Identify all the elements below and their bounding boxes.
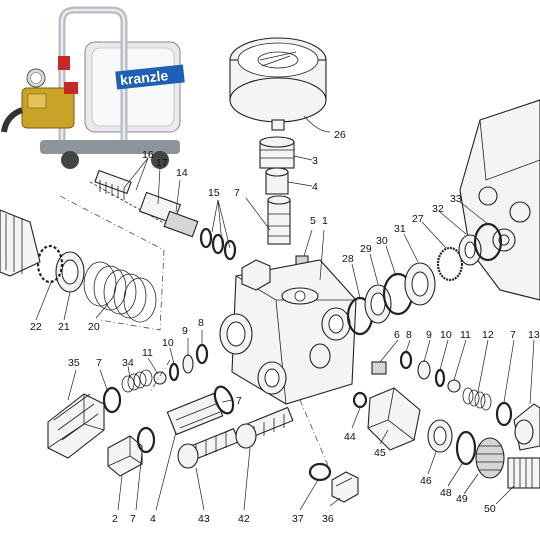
callout-33: 33 (450, 193, 462, 205)
pressure-gauge (229, 37, 327, 131)
callout-28: 28 (342, 253, 354, 265)
callout-48: 48 (440, 487, 452, 499)
pressure-washer-photo: kranzle (1, 6, 185, 170)
callout-22: 22 (30, 321, 42, 333)
callout-15: 15 (208, 187, 220, 199)
nut-49 (475, 437, 505, 479)
callout-labels: 26 3 4 7 5 1 15 14 17 16 22 21 20 35 7 3… (30, 129, 540, 525)
callout-10-b: 10 (440, 329, 452, 341)
callout-50: 50 (484, 503, 496, 515)
gauge-nut (259, 136, 295, 169)
callout-21: 21 (58, 321, 70, 333)
valve-cartridge (267, 195, 291, 245)
ball-11-right (447, 379, 461, 393)
callout-46: 46 (420, 475, 432, 487)
callout-14: 14 (176, 167, 188, 179)
callout-26: 26 (334, 129, 346, 141)
piston-assembly-left (89, 169, 237, 261)
callout-8-b: 8 (406, 329, 412, 341)
coupling-left (0, 209, 41, 277)
callout-6: 6 (394, 329, 400, 341)
callout-9-b: 9 (426, 329, 432, 341)
callout-3: 3 (312, 155, 318, 167)
oring-44 (352, 391, 368, 409)
oring-8 (195, 343, 209, 365)
sleeve-46 (427, 419, 453, 453)
svg-text:kranzle: kranzle (119, 67, 169, 88)
callout-2: 2 (112, 513, 118, 525)
callout-44: 44 (344, 431, 356, 443)
dashed-guide-left (59, 195, 165, 331)
callout-30: 30 (376, 235, 388, 247)
callout-31: 31 (394, 223, 406, 235)
callout-11-b: 11 (460, 329, 471, 341)
valve-insert-4 (166, 385, 235, 436)
callout-37: 37 (292, 513, 304, 525)
part-6 (371, 361, 387, 375)
callout-42: 42 (238, 513, 250, 525)
callout-5: 5 (310, 215, 316, 227)
callout-7-c: 7 (236, 395, 242, 407)
callout-12: 12 (482, 329, 494, 341)
callout-4-b: 4 (150, 513, 156, 525)
callout-34: 34 (122, 357, 134, 369)
callout-4: 4 (312, 181, 318, 193)
callout-13: 13 (528, 329, 540, 341)
valve-body (219, 259, 357, 405)
quick-coupling-45 (367, 387, 421, 451)
callout-16: 16 (142, 149, 154, 161)
kranzle-logo: kranzle (115, 64, 185, 90)
ring-48 (455, 430, 477, 466)
callout-1: 1 (322, 215, 328, 227)
callout-7-b: 7 (96, 357, 102, 369)
ball-11 (153, 371, 167, 385)
callout-45: 45 (374, 447, 386, 459)
plug-13 (513, 403, 540, 451)
nipple-2 (107, 435, 143, 477)
callout-8: 8 (198, 317, 204, 329)
callout-36: 36 (322, 513, 334, 525)
callout-35: 35 (68, 357, 80, 369)
outlet-fitting-35 (47, 393, 105, 459)
dashed-guide-center (299, 399, 331, 471)
callout-20: 20 (88, 321, 100, 333)
washer-37 (308, 462, 332, 482)
leader-lines (35, 115, 535, 511)
callout-7-d: 7 (130, 513, 136, 525)
callout-43: 43 (198, 513, 210, 525)
spring-12 (462, 387, 492, 411)
ring-10 (168, 362, 180, 382)
callout-7-e: 7 (510, 329, 516, 341)
fitting-50 (507, 457, 540, 489)
callout-11: 11 (142, 347, 153, 359)
spring-34 (121, 369, 153, 393)
callout-10: 10 (162, 337, 174, 349)
nut-36 (331, 471, 359, 503)
bolt-42 (235, 406, 294, 449)
callout-32: 32 (432, 203, 444, 215)
dashed-guide-lower (149, 359, 171, 393)
bolt-43 (177, 428, 240, 469)
washer-9-right (417, 360, 431, 380)
oring-8-right (399, 350, 413, 370)
callout-27: 27 (412, 213, 424, 225)
callout-17: 17 (156, 157, 168, 169)
washer-9 (182, 354, 194, 374)
seal-stack-right (346, 222, 503, 336)
oring-7-lower (136, 426, 156, 454)
ring-10-right (434, 368, 446, 388)
oring-7 (102, 386, 122, 414)
callout-9: 9 (182, 325, 188, 337)
pump-housing (459, 99, 540, 301)
callout-7: 7 (234, 187, 240, 199)
spring-seal-left (36, 244, 157, 323)
oring-7-right (495, 401, 513, 427)
callout-49: 49 (456, 493, 468, 505)
callout-29: 29 (360, 243, 372, 255)
gauge-adaptor (265, 167, 289, 195)
